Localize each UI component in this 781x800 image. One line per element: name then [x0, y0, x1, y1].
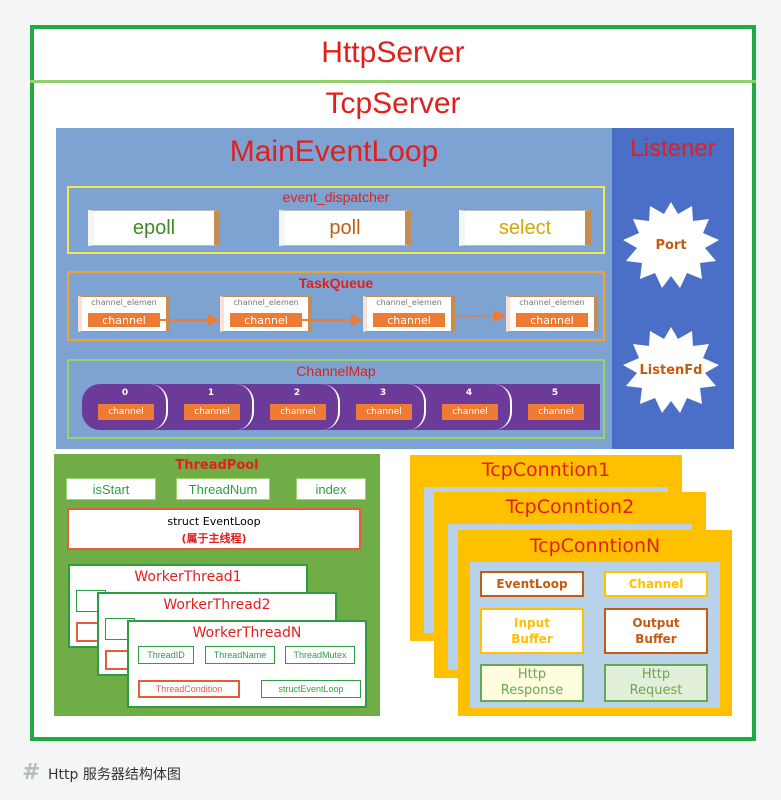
http-server-title: HttpServer: [321, 35, 465, 69]
listener-header: Listener: [612, 132, 734, 166]
map-cell: 3 channel: [340, 384, 426, 430]
channel-map-cells: 0 channel 1 channel 2 channel 3 channel …: [82, 384, 600, 430]
struct-event-loop-note: (属于主线程): [181, 532, 247, 545]
map-cell: 2 channel: [254, 384, 340, 430]
dispatcher-poll: poll: [279, 210, 411, 246]
event-dispatcher-box: [67, 186, 605, 254]
listener-title: Listener: [630, 135, 716, 162]
conn-output-buffer: Output Buffer: [604, 608, 708, 654]
thread-pool-field-index: index: [296, 478, 366, 500]
worker-thread-title: WorkerThread2: [163, 597, 271, 613]
thread-pool-field-isstart: isStart: [66, 478, 156, 500]
struct-event-loop-box: struct EventLoop (属于主线程): [67, 508, 361, 550]
map-cell: 5 channel: [512, 384, 600, 430]
tcp-connection-title: TcpConntionN: [529, 535, 661, 557]
caption-hash: #: [22, 760, 41, 785]
listenfd-starburst: [623, 327, 719, 413]
tcp-connection-title: TcpConntion1: [481, 459, 611, 481]
map-index: 4: [465, 388, 473, 398]
map-index: 0: [121, 388, 129, 398]
worker-field-threadid: ThreadID: [138, 646, 194, 664]
channel-element-label: channel_elemen: [519, 298, 585, 307]
worker-field-threadcondition: ThreadCondition: [138, 680, 240, 698]
task-queue-box: [67, 271, 605, 341]
worker-thread-title: WorkerThread1: [134, 569, 242, 585]
caption-text: Http 服务器结构体图: [48, 767, 181, 783]
worker-field-threadmutex: ThreadMutex: [285, 646, 355, 664]
port-starburst: [623, 202, 719, 288]
conn-http-request: Http Request: [604, 664, 708, 702]
worker-thread-card: WorkerThreadN ThreadID ThreadName Thread…: [127, 620, 367, 708]
http-server-header: HttpServer: [30, 25, 756, 83]
tcp-connection-card: TcpConntionN EventLoop Channel Input Buf…: [458, 530, 732, 716]
channel-label: channel: [230, 313, 302, 327]
conn-channel: Channel: [604, 571, 708, 597]
map-channel: channel: [184, 404, 240, 420]
channel-map-box: [67, 359, 605, 439]
worker-field-structeventloop: structEventLoop: [261, 680, 361, 698]
channel-label: channel: [88, 313, 160, 327]
task-channel-element: channel_elemen channel: [220, 296, 312, 332]
listenfd-label: ListenFd: [639, 362, 703, 378]
map-channel: channel: [528, 404, 584, 420]
event-dispatcher-title: event_dispatcher: [282, 189, 390, 205]
tcp-server-title: TcpServer: [325, 87, 461, 120]
map-index: 3: [379, 388, 387, 398]
main-event-loop-header: MainEventLoop: [56, 132, 612, 172]
map-channel: channel: [442, 404, 498, 420]
channel-element-label: channel_elemen: [91, 298, 157, 307]
dispatcher-epoll: epoll: [88, 210, 220, 246]
worker-thread-title: WorkerThreadN: [192, 625, 302, 641]
conn-http-response: Http Response: [480, 664, 584, 702]
task-queue-title: TaskQueue: [298, 275, 374, 291]
port-label: Port: [655, 237, 687, 253]
thread-pool-title: ThreadPool: [175, 457, 259, 473]
channel-element-label: channel_elemen: [233, 298, 299, 307]
map-channel: channel: [270, 404, 326, 420]
main-event-loop-title: MainEventLoop: [229, 135, 439, 168]
struct-event-loop-text: struct EventLoop: [167, 514, 261, 528]
conn-eventloop: EventLoop: [480, 571, 584, 597]
channel-label: channel: [373, 313, 445, 327]
map-channel: channel: [356, 404, 412, 420]
map-cell: 1 channel: [168, 384, 254, 430]
thread-pool-field-threadnum: ThreadNum: [176, 478, 270, 500]
map-index: 5: [551, 388, 559, 398]
task-channel-element: channel_elemen channel: [78, 296, 170, 332]
task-channel-element: channel_elemen channel: [506, 296, 598, 332]
map-cell: 0 channel: [82, 384, 168, 430]
map-index: 1: [207, 388, 215, 398]
map-index: 2: [293, 388, 301, 398]
conn-input-buffer: Input Buffer: [480, 608, 584, 654]
dispatcher-select: select: [459, 210, 591, 246]
channel-element-label: channel_elemen: [376, 298, 442, 307]
tcp-server-header: TcpServer: [30, 86, 756, 122]
channel-label: channel: [516, 313, 588, 327]
worker-field-threadname: ThreadName: [205, 646, 275, 664]
map-channel: channel: [98, 404, 154, 420]
channel-map-title: ChannelMap: [296, 363, 376, 379]
task-channel-element: channel_elemen channel: [363, 296, 455, 332]
map-cell: 4 channel: [426, 384, 512, 430]
tcp-connection-title: TcpConntion2: [505, 496, 635, 518]
